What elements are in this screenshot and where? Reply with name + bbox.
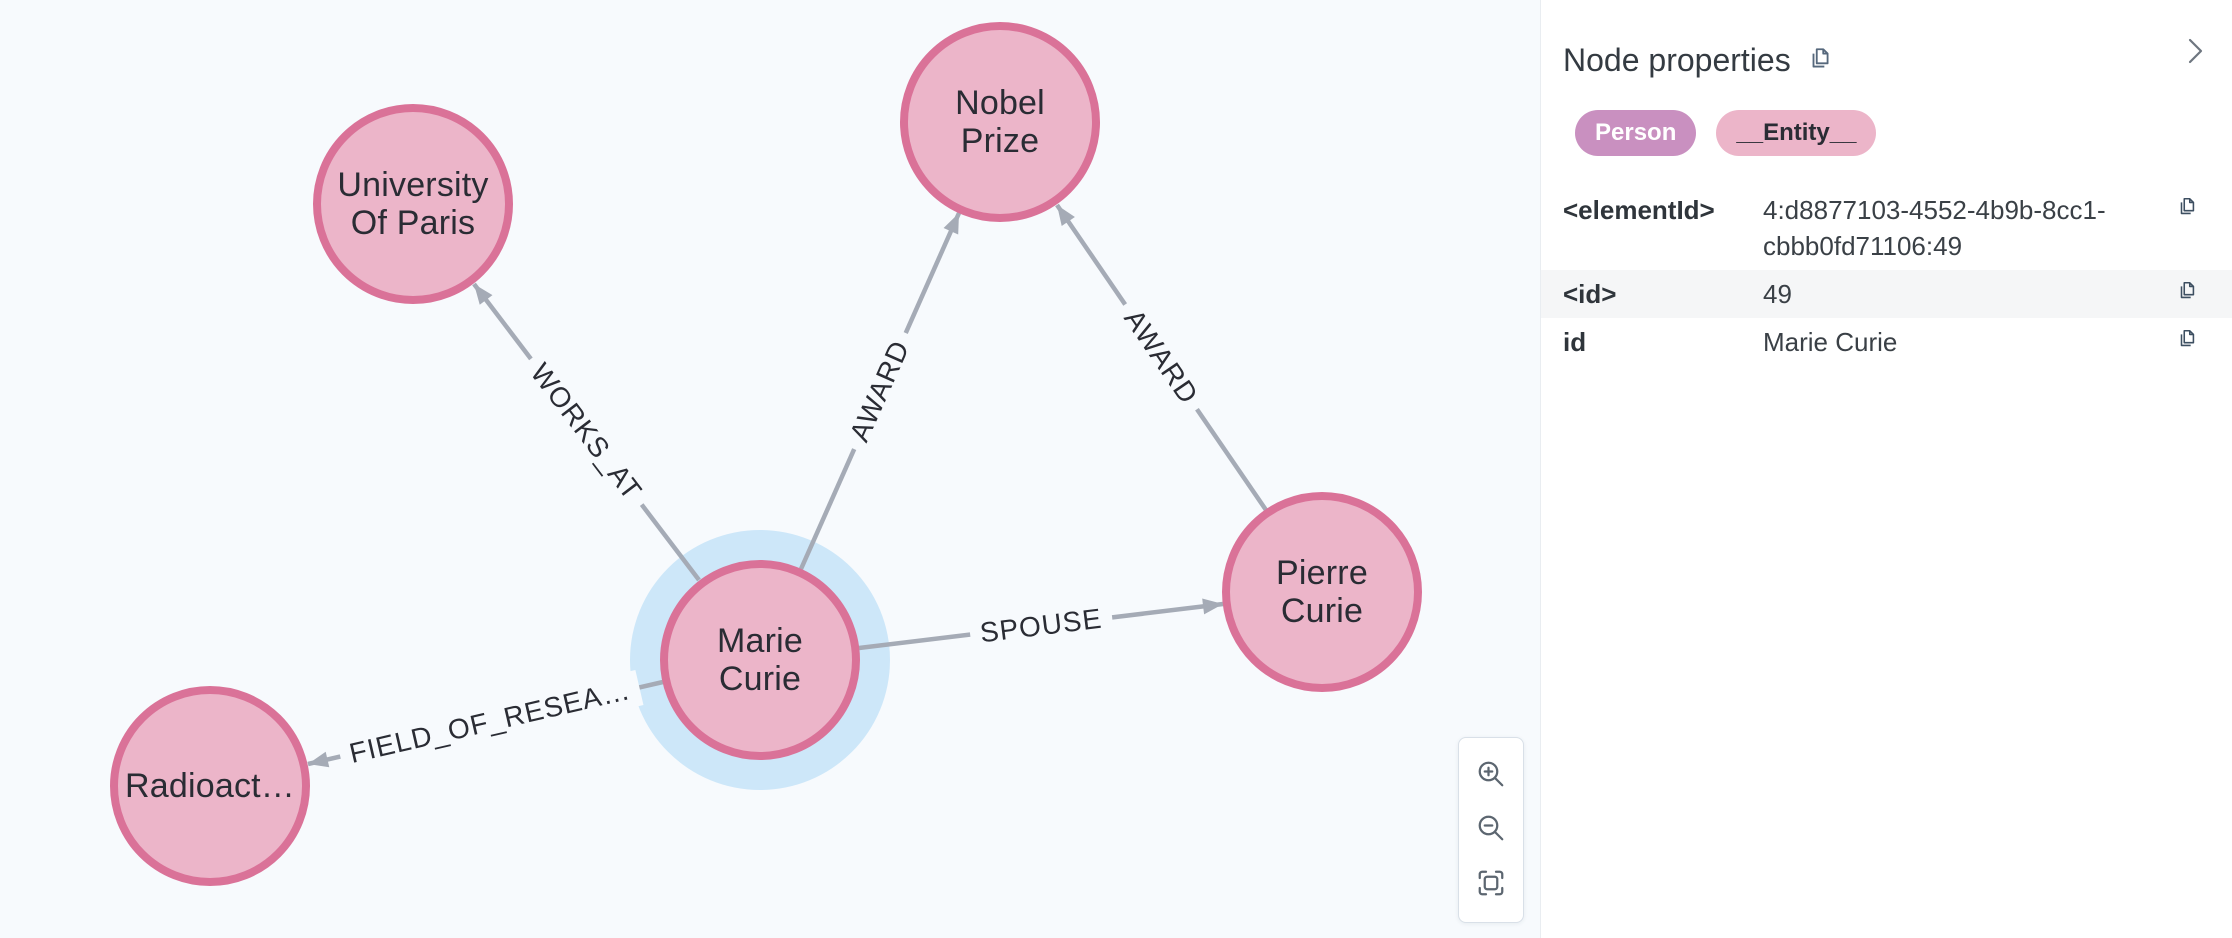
table-row: <elementId> 4:d8877103-4552-4b9b-8cc1-cb… (1541, 186, 2232, 270)
node-nobel-prize[interactable]: Nobel Prize (900, 22, 1100, 222)
zoom-to-fit-button[interactable] (1472, 864, 1510, 905)
label-badge-person: Person (1575, 110, 1697, 156)
zoom-controls (1458, 737, 1524, 923)
property-value: 49 (1763, 279, 1792, 309)
table-row: id Marie Curie (1541, 318, 2232, 366)
collapse-panel-button[interactable] (2184, 38, 2206, 67)
property-value: Marie Curie (1763, 327, 1898, 357)
panel-header: Node properties (1541, 0, 2232, 80)
property-value: 4:d8877103-4552-4b9b-8cc1-cbbb0fd71106:4… (1763, 195, 2106, 261)
graph-canvas[interactable]: WORKS_AT AWARD AWARD SPOUSE FIELD_OF_RES… (0, 0, 1540, 938)
zoom-out-button[interactable] (1472, 809, 1510, 850)
copy-icon (2180, 329, 2195, 347)
copy-icon (1812, 47, 1829, 68)
node-pierre-curie[interactable]: Pierre Curie (1222, 492, 1422, 692)
node-label-badges: Person __Entity__ (1575, 110, 2232, 156)
copy-icon (2180, 281, 2195, 299)
zoom-out-icon (1478, 816, 1504, 841)
node-properties-panel: Node properties Person __Entity__ <eleme… (1540, 0, 2232, 938)
zoom-in-button[interactable] (1472, 755, 1510, 796)
property-key: id (1563, 327, 1587, 357)
chevron-right-icon (2188, 38, 2203, 64)
copy-all-properties-button[interactable] (1807, 46, 1833, 75)
copy-property-button[interactable] (2176, 196, 2198, 221)
table-row: <id> 49 (1541, 270, 2232, 318)
zoom-to-fit-icon (1478, 870, 1504, 896)
node-radioactivity[interactable]: Radioact… (110, 686, 310, 886)
label-badge-entity: __Entity__ (1716, 110, 1877, 156)
property-key: <id> (1563, 279, 1617, 309)
node-university-of-paris[interactable]: University Of Paris (313, 104, 513, 304)
node-marie-curie[interactable]: Marie Curie (660, 560, 860, 760)
panel-title: Node properties (1563, 42, 1791, 78)
zoom-in-icon (1478, 761, 1504, 787)
copy-property-button[interactable] (2176, 280, 2198, 305)
property-key: <elementId> (1563, 195, 1715, 225)
properties-table: <elementId> 4:d8877103-4552-4b9b-8cc1-cb… (1541, 186, 2232, 366)
copy-icon (2180, 197, 2195, 215)
copy-property-button[interactable] (2176, 328, 2198, 353)
